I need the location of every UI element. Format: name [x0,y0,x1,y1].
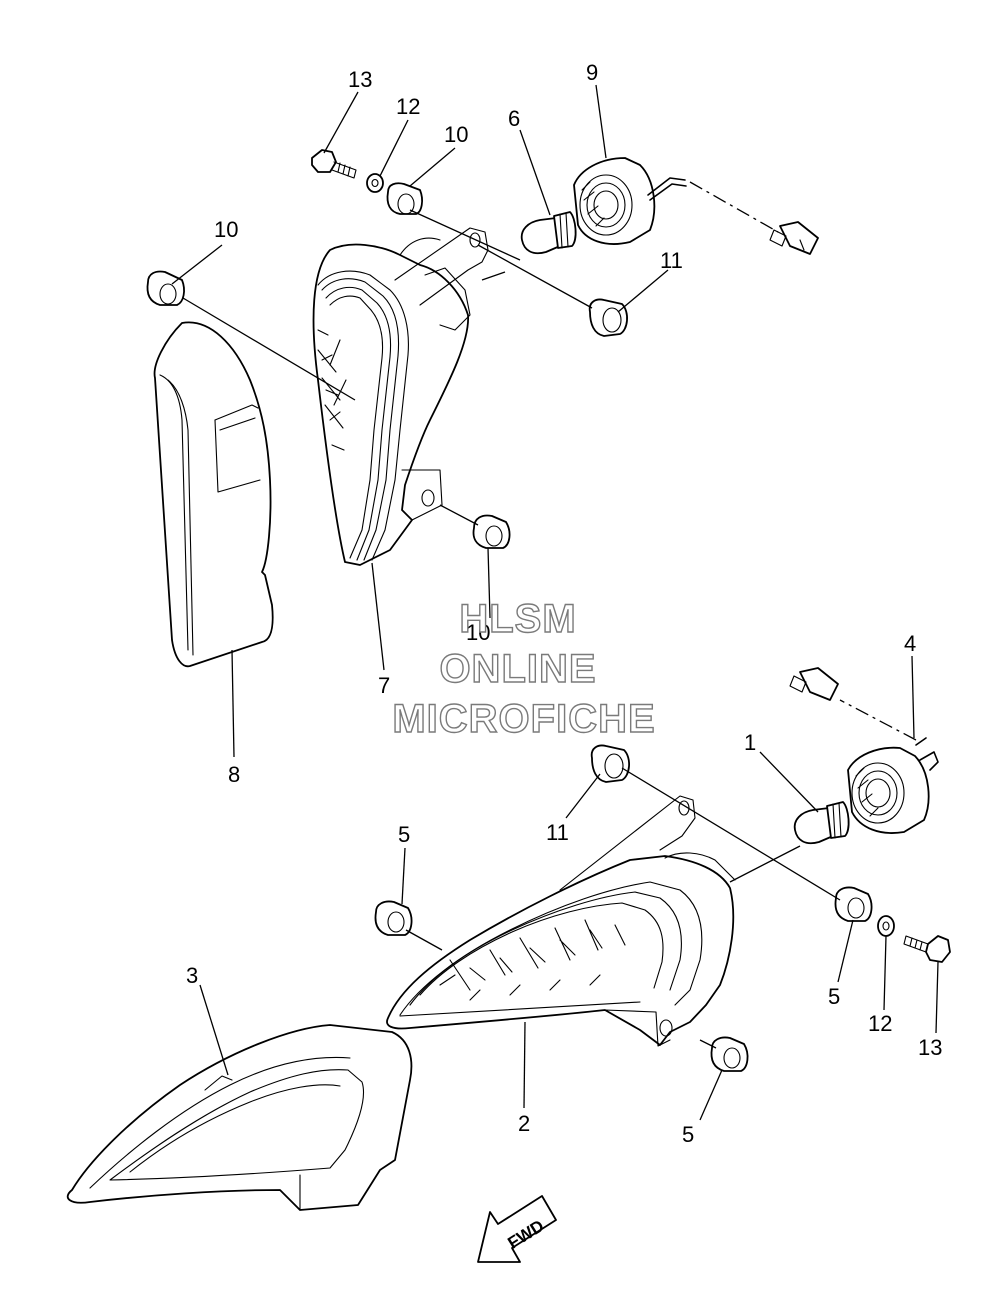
callout-9: 9 [586,60,598,85]
part-1-bulb-lower [793,801,850,845]
part-11-collar-upper [588,298,628,337]
callout-5-right: 5 [828,984,840,1009]
callout-10-upper-left: 10 [214,217,238,242]
watermark: HLSM ONLINE MICROFICHE [392,596,656,741]
part-7-upper-lens [312,227,489,566]
callout-4: 4 [904,631,916,656]
callout-1: 1 [744,730,756,755]
part-10-grommet-upper-lower [472,514,511,549]
watermark-line-3: MICROFICHE [392,697,655,741]
callout-5-bottom: 5 [682,1122,694,1147]
callout-13-upper: 13 [348,67,372,92]
part-6-bulb-upper [520,211,577,255]
callout-3: 3 [186,963,198,988]
part-2-lower-lens [386,795,736,1047]
part-5-grommet-lower-right [834,886,873,922]
callout-11-lower: 11 [546,820,569,845]
callout-numbers: 13 12 10 6 9 10 11 10 7 8 4 1 11 5 3 5 1… [186,60,942,1147]
part-12-washer-lower [877,915,895,937]
part-3-lower-cover [66,1024,413,1211]
callout-10-lower: 10 [466,620,490,645]
part-8-upper-cover [153,321,274,668]
part-12-washer-upper [366,173,384,193]
watermark-line-1: HLSM [459,597,576,641]
leader-lines [171,84,939,1121]
callout-13-lower: 13 [918,1035,942,1060]
callout-2: 2 [518,1111,530,1136]
callout-7: 7 [378,673,390,698]
part-4-socket-lower [789,667,939,834]
callout-6: 6 [508,106,520,131]
fwd-arrow: FWD [477,1195,557,1263]
callout-5-left: 5 [398,822,410,847]
part-5-grommet-lower-left [374,900,413,936]
watermark-line-2: ONLINE [439,647,596,691]
part-9-socket-upper [573,157,819,255]
callout-8: 8 [228,762,240,787]
callout-12-upper: 12 [396,94,420,119]
part-13-bolt-lower [903,935,951,963]
part-10-grommet-upper-right [386,182,423,215]
part-13-bolt-upper [311,149,357,179]
part-11-collar-lower [590,744,630,783]
callout-11-upper: 11 [660,248,683,273]
part-10-grommet-upper-left [146,270,185,306]
callout-12-lower: 12 [868,1011,892,1036]
callout-10-upper-right: 10 [444,122,468,147]
part-5-grommet-lower-bottom [710,1036,749,1072]
